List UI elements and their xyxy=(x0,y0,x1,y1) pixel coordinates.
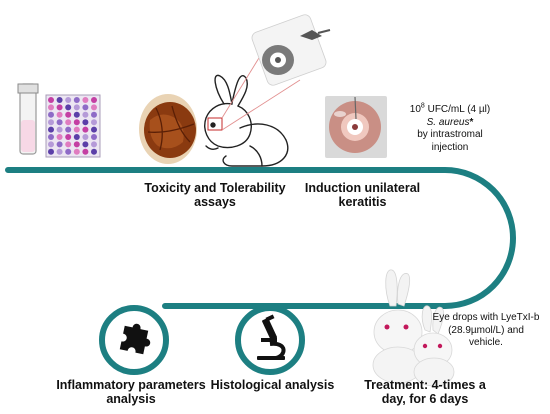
eye-photo-icon xyxy=(325,96,387,158)
plate-well xyxy=(56,111,63,118)
plate-well xyxy=(91,134,97,140)
bacteria-note-line1: 108 UFC/mL (4 µl) xyxy=(409,103,491,116)
inflammatory-label: Inflammatory parameters analysis xyxy=(46,378,216,407)
plate-well xyxy=(56,134,63,140)
bacteria-mark: * xyxy=(469,116,474,128)
plate-well xyxy=(48,104,54,111)
histology-label-line1: Histological analysis xyxy=(210,378,335,392)
toxicity-label: Toxicity and Tolerability assays xyxy=(140,181,290,210)
rabbit-outline-icon xyxy=(204,74,289,167)
plate-well xyxy=(91,126,97,133)
treatment-label-line1: Treatment: 4-times a xyxy=(364,378,486,392)
plate-well xyxy=(56,126,63,133)
bacteria-note-line2: S. aureus* xyxy=(427,117,474,128)
plate-well xyxy=(56,119,63,126)
microscope-icon xyxy=(257,314,286,360)
plate-well xyxy=(56,104,63,111)
eyedrops-note-line1: Eye drops with LyeTxI-b xyxy=(432,312,540,323)
plate-well xyxy=(48,111,54,118)
egg-chorioallantoic-icon xyxy=(139,94,197,164)
plate-well xyxy=(73,126,80,133)
plate-well xyxy=(82,141,89,148)
plate-well xyxy=(73,97,80,103)
treatment-label-line2: day, for 6 days xyxy=(381,392,469,407)
plate-well xyxy=(82,148,89,155)
plate-well xyxy=(73,134,80,140)
plate-well xyxy=(56,141,63,148)
plate-well xyxy=(73,119,80,126)
bacteria-species: S. aureus xyxy=(426,116,470,128)
plate-well xyxy=(65,134,72,140)
plate-well xyxy=(73,141,80,148)
toxicity-label-line2: assays xyxy=(194,195,236,210)
inflammatory-label-line1: Inflammatory parameters xyxy=(56,378,206,392)
plate-well xyxy=(91,119,97,126)
plate-well xyxy=(48,148,54,155)
plate-well xyxy=(82,126,89,133)
plate-well xyxy=(48,119,54,126)
toxicity-label-line1: Toxicity and Tolerability xyxy=(144,181,286,195)
plate-well xyxy=(65,104,72,111)
bacteria-note-unit: UFC/mL (4 µl) xyxy=(424,104,491,116)
plate-well xyxy=(82,134,89,140)
test-tube-icon xyxy=(17,83,39,155)
plate-well xyxy=(56,148,63,155)
bacteria-note-line3: by intrastromal xyxy=(417,129,483,141)
plate-well xyxy=(82,111,89,118)
induction-label-line2: keratitis xyxy=(338,195,387,210)
plate-well xyxy=(82,97,89,103)
bacteria-note: 108 UFC/mL (4 µl) S. aureus* by intrastr… xyxy=(395,103,505,154)
plate-well xyxy=(48,126,54,133)
plate-well xyxy=(65,126,72,133)
plate-well xyxy=(48,141,54,148)
induction-label-line1: Induction unilateral xyxy=(304,181,421,195)
bacteria-note-exponent: 8 xyxy=(420,103,425,110)
plate-well xyxy=(73,148,80,155)
plate-well xyxy=(56,97,63,103)
plate-well xyxy=(91,97,97,103)
plate-well xyxy=(48,97,54,103)
histology-label: Histological analysis xyxy=(205,378,340,392)
eyedrops-note-line2: (28.9µmol/L) and xyxy=(448,324,524,336)
induction-label: Induction unilateral keratitis xyxy=(295,181,430,210)
plate-well xyxy=(91,141,97,148)
puzzle-piece-icon xyxy=(119,323,151,355)
plate-well xyxy=(91,111,97,118)
plate-well xyxy=(91,104,97,111)
plate-well xyxy=(73,104,80,111)
plate-well xyxy=(82,104,89,111)
plate-well xyxy=(65,141,72,148)
plate-well xyxy=(82,119,89,126)
contact-lens-icon xyxy=(251,14,331,86)
bacteria-note-base: 10 xyxy=(409,104,421,116)
plate-well xyxy=(65,97,72,103)
well-plate-icon xyxy=(45,94,101,158)
inflammatory-label-line2: analysis xyxy=(106,392,156,407)
plate-well xyxy=(73,111,80,118)
treatment-label: Treatment: 4-times a day, for 6 days xyxy=(350,378,500,407)
plate-well xyxy=(48,134,54,140)
eyedrops-note-line3: vehicle. xyxy=(469,337,503,348)
inflammatory-node xyxy=(99,305,169,375)
white-rabbits-photo-icon xyxy=(372,269,455,387)
bacteria-note-line4: injection xyxy=(431,141,469,153)
plate-well xyxy=(65,148,72,155)
timeline-path xyxy=(5,167,516,309)
plate-well xyxy=(65,111,72,118)
eyedrops-note: Eye drops with LyeTxI-b (28.9µmol/L) and… xyxy=(424,312,548,350)
plate-well xyxy=(91,148,97,155)
plate-well xyxy=(65,119,72,126)
histology-node xyxy=(235,305,305,375)
